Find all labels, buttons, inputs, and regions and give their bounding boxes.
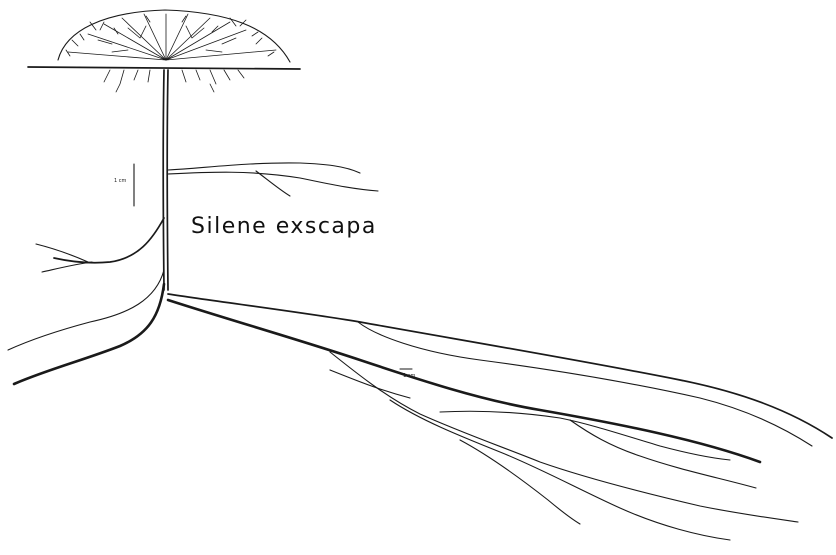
surface-rootlets — [104, 70, 244, 92]
cushion-plant-canopy — [58, 10, 290, 62]
lower-left-roots — [8, 270, 164, 384]
taproot — [163, 70, 168, 290]
scale-label-vertical: 1 cm — [114, 178, 126, 184]
species-name-label: Silene exscapa — [191, 214, 377, 239]
upper-right-lateral-root — [168, 163, 378, 196]
ground-line — [28, 67, 300, 69]
scale-label-horizontal: 1 cm — [403, 373, 415, 379]
lower-right-roots — [168, 294, 832, 540]
left-lateral-root — [36, 218, 164, 272]
